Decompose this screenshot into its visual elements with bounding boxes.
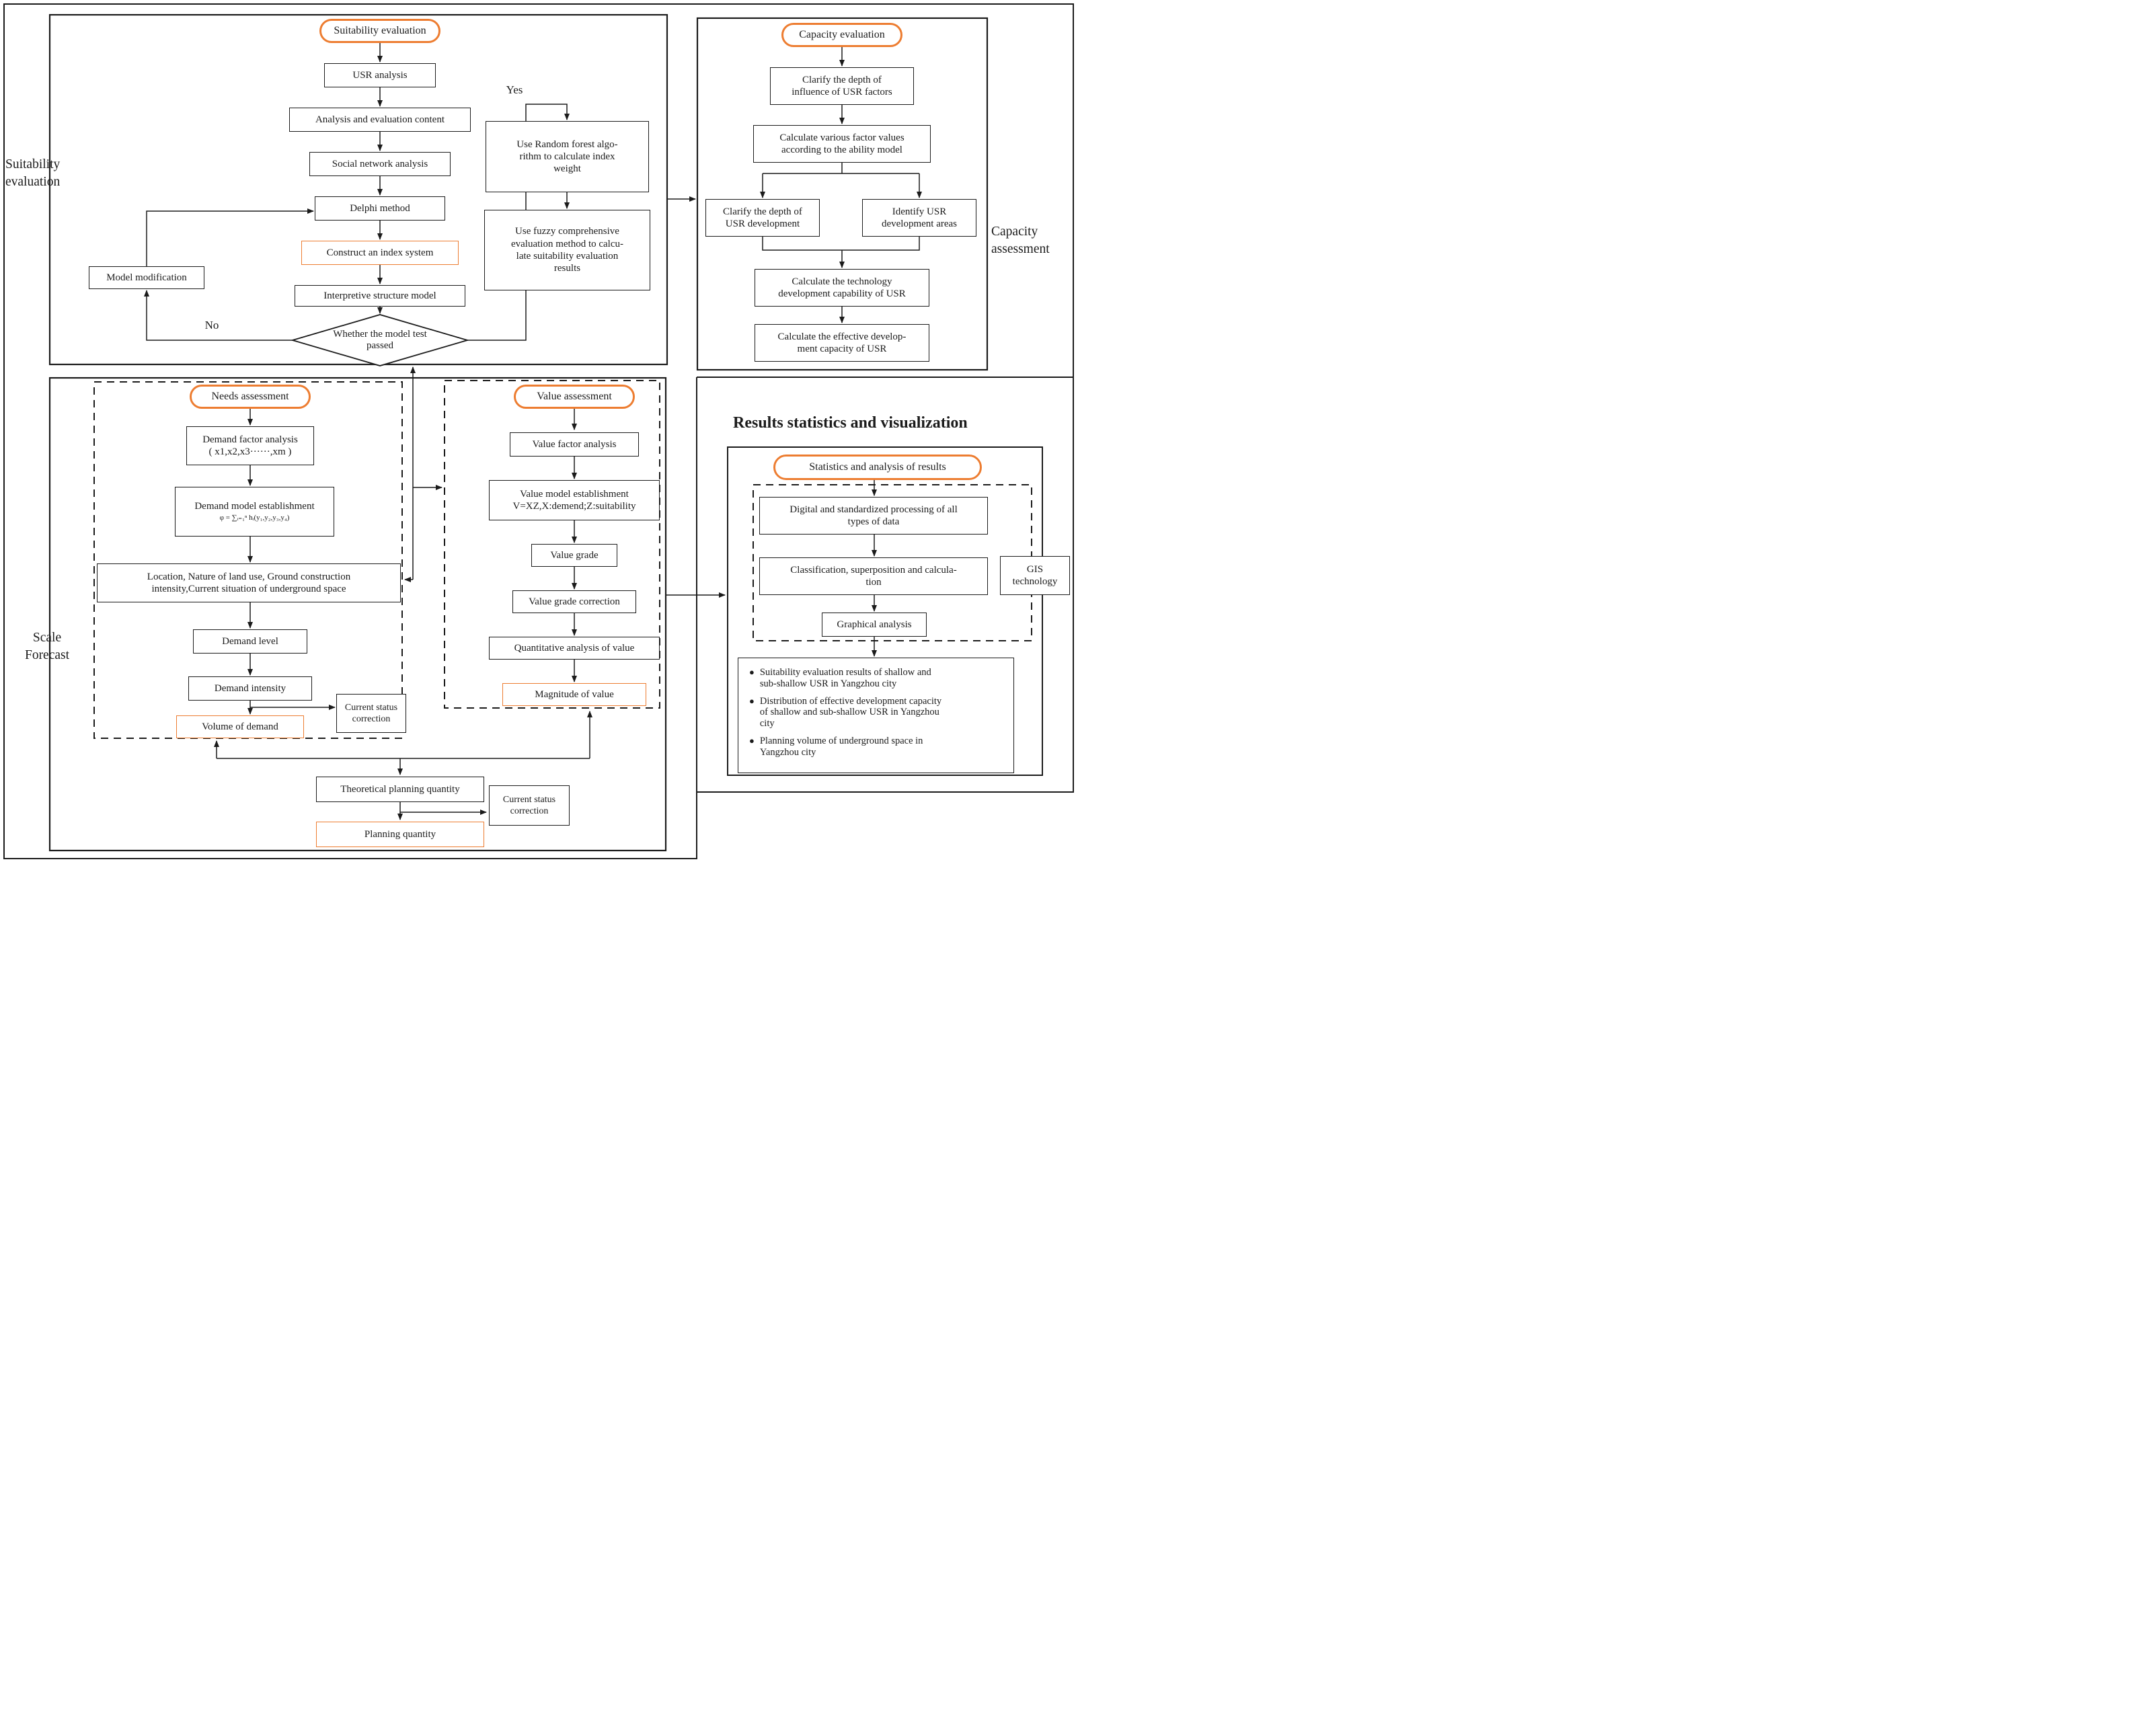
capacity-arrows [760,47,922,323]
node-current-status-correction-planning: Current status correction [489,785,570,826]
node-calc-effective-capacity: Calculate the effective develop- ment ca… [755,324,929,362]
flowchart-figure: Suitability evaluation Scale Forecast Ca… [0,0,1078,867]
node-construct-index-system: Construct an index system [301,241,459,265]
result-bullet-text: Distribution of effective development ca… [759,695,942,730]
node-identify-development-areas: Identify USR development areas [862,199,976,237]
needs-arrows [247,409,336,715]
bullet-icon: ● [749,695,755,706]
capacity-side-label: Capacity assessment [991,224,1050,256]
node-calc-technology-capability: Calculate the technology development cap… [755,269,929,307]
node-random-forest: Use Random forest algo- rithm to calcula… [486,121,649,192]
node-value-model: Value model establishment V=XZ,X:demend;… [489,480,660,520]
node-demand-level: Demand level [193,629,307,654]
results-heading: Results statistics and visualization [733,413,968,432]
suitability-side-label: Suitability evaluation [5,157,61,189]
needs-dashed-box [93,381,403,739]
node-classification-superposition: Classification, superposition and calcul… [759,557,988,595]
decision-label: Whether the model test passed [333,329,427,351]
planning-junction [214,711,592,820]
yes-label: Yes [506,83,523,96]
scale-panel-border [48,377,667,852]
demand-model-formula: φ = ∑ᵢ₌₁ⁿ hᵢ(y₁,y₂,y₃,y₄) [219,514,290,522]
node-current-status-correction-demand: Current status correction [336,694,406,733]
suitability-start-pill: Suitability evaluation [319,19,440,43]
results-panel-border [727,446,1043,776]
list-item: ● Planning volume of underground space i… [749,736,1007,758]
node-location-factors: Location, Nature of land use, Ground con… [97,563,401,602]
results-start-pill: Statistics and analysis of results [773,455,982,480]
result-bullet-text: Planning volume of underground space in … [759,736,923,758]
node-volume-of-demand: Volume of demand [176,715,304,738]
node-interpretive-structure-model: Interpretive structure model [295,285,465,307]
node-gis-technology: GIS technology [1000,556,1070,595]
node-value-grade-correction: Value grade correction [512,590,636,613]
node-graphical-analysis: Graphical analysis [822,613,927,637]
value-dashed-box [444,380,660,709]
needs-start-pill: Needs assessment [190,385,311,409]
node-fuzzy-evaluation: Use fuzzy comprehensive evaluation metho… [484,210,650,290]
node-usr-analysis: USR analysis [324,63,436,87]
node-planning-quantity: Planning quantity [316,822,484,847]
bullet-icon: ● [749,667,755,677]
node-digital-processing: Digital and standardized processing of a… [759,497,988,535]
node-demand-model: Demand model establishment φ = ∑ᵢ₌₁ⁿ hᵢ(… [175,487,334,537]
demand-model-title: Demand model establishment [194,501,315,512]
result-bullet-text: Suitability evaluation results of shallo… [759,667,931,689]
node-clarify-development-depth: Clarify the depth of USR development [705,199,820,237]
node-theoretical-planning-quantity: Theoretical planning quantity [316,777,484,802]
capacity-panel-border [696,17,989,371]
node-value-grade: Value grade [531,544,617,567]
results-container-border [696,377,1073,792]
list-item: ● Distribution of effective development … [749,696,1007,730]
capacity-start-pill: Capacity evaluation [781,23,902,47]
node-model-modification: Model modification [89,266,204,289]
no-label: No [204,319,219,331]
node-demand-intensity: Demand intensity [188,676,312,701]
node-magnitude-of-value: Magnitude of value [502,683,646,706]
bullet-icon: ● [749,736,755,746]
node-delphi-method: Delphi method [315,196,445,221]
node-quantitative-analysis: Quantitative analysis of value [489,637,660,660]
node-analysis-evaluation-content: Analysis and evaluation content [289,108,471,132]
node-value-factor-analysis: Value factor analysis [510,432,639,457]
results-output-box: ● Suitability evaluation results of shal… [738,658,1014,773]
connector-lines [3,3,1074,859]
value-start-pill: Value assessment [514,385,635,409]
suitability-arrows [144,43,696,341]
scale-side-label: Scale Forecast [24,630,70,662]
suitability-panel-border [48,13,668,366]
node-calc-factor-values: Calculate various factor values accordin… [753,125,931,163]
feedback-connector [404,366,442,582]
node-demand-factor-analysis: Demand factor analysis ( x1,x2,x3······,… [186,426,314,465]
node-clarify-influence: Clarify the depth of influence of USR fa… [770,67,914,105]
list-item: ● Suitability evaluation results of shal… [749,667,1007,690]
node-social-network-analysis: Social network analysis [309,152,451,176]
